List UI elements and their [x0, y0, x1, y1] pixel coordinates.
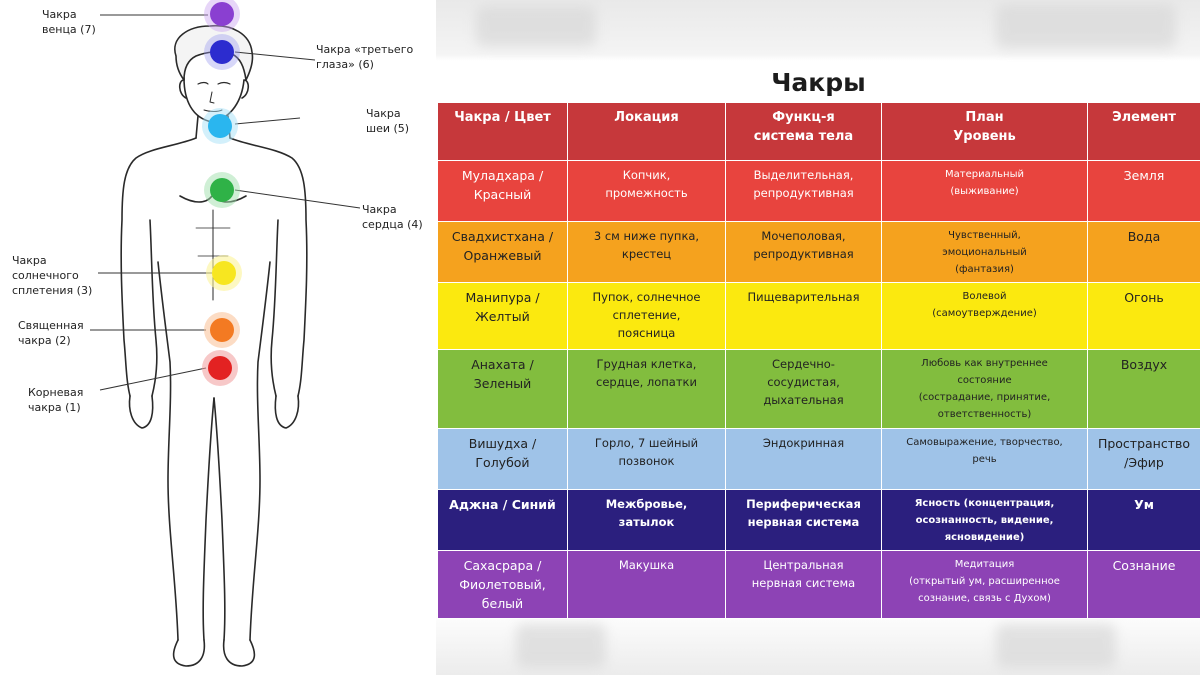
chakra-table: Чакра / Цвет Локация Функц-я система тел… — [437, 102, 1200, 619]
cell-chakra-color: Сахасрара / Фиолетовый, белый — [437, 550, 568, 619]
cell-location: Горло, 7 шейный позвонок — [567, 428, 726, 490]
label-heart-chakra: Чакра сердца (4) — [362, 203, 423, 231]
header-location: Локация — [567, 102, 726, 161]
cell-body-system: Выделительная, репродуктивная — [725, 160, 882, 222]
cell-chakra-color: Аджна / Синий — [437, 489, 568, 551]
cell-plan-level: Любовь как внутреннее состояние (сострад… — [881, 349, 1088, 429]
cell-location: Межбровье, затылок — [567, 489, 726, 551]
cell-location: Макушка — [567, 550, 726, 619]
cell-element: Вода — [1087, 221, 1200, 283]
cell-element: Сознание — [1087, 550, 1200, 619]
header-plan-level: План Уровень — [881, 102, 1088, 161]
body-outline — [120, 25, 308, 667]
cell-location: Копчик, промежность — [567, 160, 726, 222]
chakra-figure-panel: Чакра венца (7) Чакра «третьего глаза» (… — [0, 0, 436, 675]
human-figure — [90, 0, 361, 667]
label-third-eye-chakra: Чакра «третьего глаза» (6) — [316, 43, 414, 71]
cell-body-system: Эндокринная — [725, 428, 882, 490]
cell-body-system: Периферическая нервная система — [725, 489, 882, 551]
cell-body-system: Пищеварительная — [725, 282, 882, 350]
cell-chakra-color: Манипура / Желтый — [437, 282, 568, 350]
header-chakra-color: Чакра / Цвет — [437, 102, 568, 161]
label-throat-chakra: Чакра шеи (5) — [366, 107, 410, 135]
cell-chakra-color: Вишудха / Голубой — [437, 428, 568, 490]
cell-location: Пупок, солнечное сплетение, поясница — [567, 282, 726, 350]
chakra-table-panel: Чакры Чакра / Цвет Локация Функц-я систе… — [437, 63, 1200, 619]
label-root-chakra: Корневая чакра (1) — [28, 386, 84, 414]
table-header-row: Чакра / Цвет Локация Функц-я система тел… — [437, 102, 1200, 161]
table-title: Чакры — [771, 68, 866, 97]
cell-body-system: Сердечно- сосудистая, дыхательная — [725, 349, 882, 429]
cell-chakra-color: Анахата / Зеленый — [437, 349, 568, 429]
cell-chakra-color: Свадхистхана / Оранжевый — [437, 221, 568, 283]
label-sacral-chakra: Священная чакра (2) — [18, 319, 84, 347]
cell-element: Воздух — [1087, 349, 1200, 429]
cell-plan-level: Волевой (самоутверждение) — [881, 282, 1088, 350]
cell-plan-level: Чувственный, эмоциональный (фантазия) — [881, 221, 1088, 283]
label-solar-plexus-chakra: Чакра солнечного сплетения (3) — [12, 254, 93, 297]
label-crown-chakra: Чакра венца (7) — [42, 8, 96, 36]
cell-body-system: Мочеполовая, репродуктивная — [725, 221, 882, 283]
cell-plan-level: Ясность (концентрация, осознанность, вид… — [881, 489, 1088, 551]
cell-location: Грудная клетка, сердце, лопатки — [567, 349, 726, 429]
header-body-system: Функц-я система тела — [725, 102, 882, 161]
cell-element: Огонь — [1087, 282, 1200, 350]
cell-plan-level: Самовыражение, творчество, речь — [881, 428, 1088, 490]
cell-element: Ум — [1087, 489, 1200, 551]
cell-chakra-color: Муладхара / Красный — [437, 160, 568, 222]
cell-location: 3 см ниже пупка, крестец — [567, 221, 726, 283]
cell-plan-level: Материальный (выживание) — [881, 160, 1088, 222]
cell-element: Пространство /Эфир — [1087, 428, 1200, 490]
header-element: Элемент — [1087, 102, 1200, 161]
chakra-dots — [202, 0, 242, 386]
cell-element: Земля — [1087, 160, 1200, 222]
cell-plan-level: Медитация (открытый ум, расширенное созн… — [881, 550, 1088, 619]
cell-body-system: Центральная нервная система — [725, 550, 882, 619]
chakra-pointer-lines — [90, 14, 361, 391]
